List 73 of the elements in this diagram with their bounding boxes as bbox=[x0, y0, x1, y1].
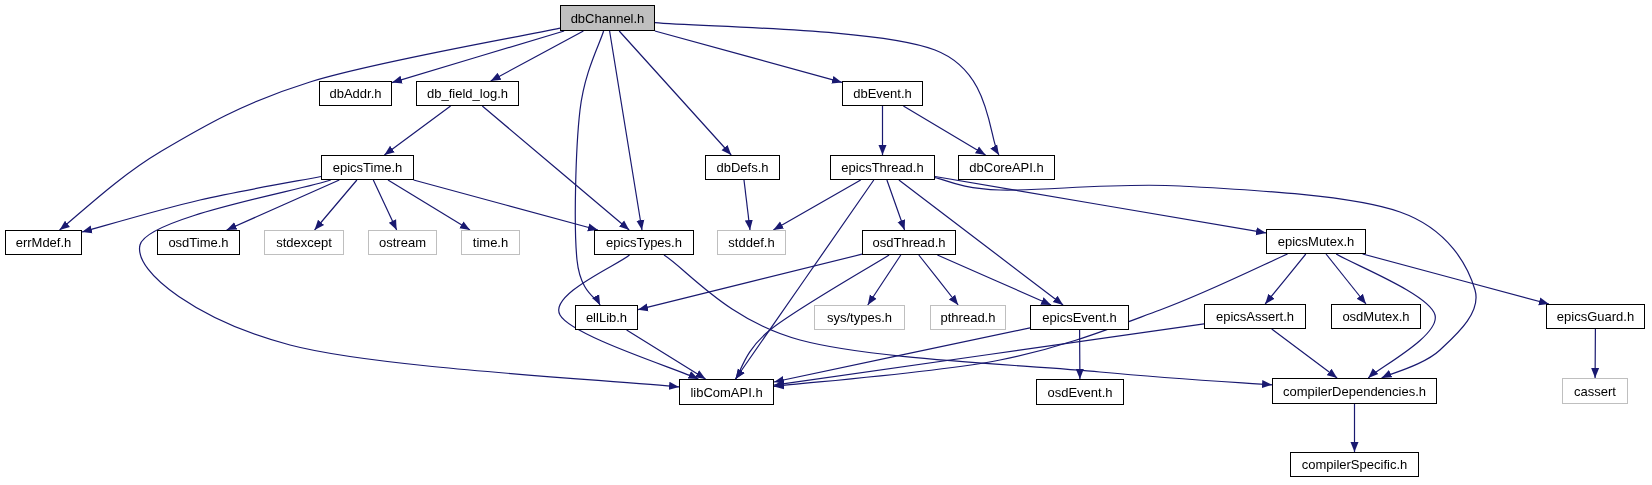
arrow bbox=[773, 323, 1205, 388]
external-header-box: stddef.h bbox=[717, 230, 786, 255]
header-file-box: epicsAssert.h bbox=[1204, 304, 1306, 329]
arrow bbox=[1264, 253, 1307, 305]
arrow bbox=[383, 105, 452, 156]
header-file-box: osdMutex.h bbox=[1331, 304, 1421, 329]
arrow bbox=[735, 254, 890, 380]
external-header-box: sys/types.h bbox=[814, 305, 905, 330]
header-file-box: osdTime.h bbox=[157, 230, 240, 255]
arrow bbox=[934, 175, 1267, 236]
arrow bbox=[558, 254, 699, 380]
arrow bbox=[898, 179, 1064, 306]
arrow bbox=[574, 30, 605, 306]
external-header-box: ostream bbox=[368, 230, 437, 255]
arrow bbox=[59, 27, 561, 231]
arrow bbox=[609, 30, 645, 231]
header-file-box: dbDefs.h bbox=[705, 155, 780, 180]
external-header-box: stdexcept bbox=[264, 230, 344, 255]
arrow bbox=[637, 253, 863, 312]
arrow bbox=[626, 329, 707, 380]
arrow bbox=[663, 254, 1273, 389]
arrow bbox=[372, 179, 398, 231]
arrow bbox=[773, 253, 1289, 390]
arrow bbox=[886, 179, 906, 231]
external-header-box: pthread.h bbox=[930, 305, 1006, 330]
arrow bbox=[490, 30, 584, 82]
arrow bbox=[81, 175, 322, 234]
arrow bbox=[867, 254, 902, 306]
arrow bbox=[1075, 329, 1084, 380]
arrow bbox=[654, 30, 843, 84]
arrow bbox=[934, 177, 1477, 379]
header-file-box: ellLib.h bbox=[575, 305, 638, 330]
header-file-box: compilerDependencies.h bbox=[1272, 378, 1437, 404]
header-file-box: epicsTypes.h bbox=[594, 230, 694, 255]
arrow bbox=[313, 179, 358, 231]
external-header-box: time.h bbox=[461, 230, 520, 255]
arrow bbox=[391, 30, 565, 84]
header-file-box: compilerSpecific.h bbox=[1290, 452, 1419, 477]
arrow bbox=[1335, 253, 1436, 379]
arrow bbox=[1591, 328, 1600, 379]
arrow bbox=[139, 179, 680, 390]
arrow bbox=[918, 254, 959, 306]
arrow bbox=[387, 179, 471, 231]
header-file-box: db_field_log.h bbox=[416, 81, 519, 106]
header-file-box: epicsMutex.h bbox=[1266, 229, 1366, 254]
arrow bbox=[772, 179, 862, 231]
arrow bbox=[1350, 403, 1359, 453]
arrow bbox=[1271, 328, 1338, 379]
header-file-box: dbAddr.h bbox=[319, 81, 392, 106]
header-file-box: libComAPI.h bbox=[679, 379, 774, 405]
header-file-box: dbChannel.h bbox=[560, 5, 655, 31]
arrow bbox=[743, 179, 753, 231]
arrow bbox=[936, 254, 1052, 306]
arrow bbox=[481, 105, 630, 231]
arrow bbox=[226, 179, 340, 231]
arrow bbox=[1362, 253, 1550, 306]
arrow bbox=[654, 22, 1000, 156]
header-file-box: errMdef.h bbox=[5, 230, 82, 255]
header-file-box: osdThread.h bbox=[862, 230, 956, 255]
arrow bbox=[902, 105, 987, 156]
header-file-box: epicsThread.h bbox=[830, 155, 935, 180]
arrow bbox=[618, 30, 732, 156]
header-file-box: epicsEvent.h bbox=[1030, 305, 1129, 330]
header-file-box: osdEvent.h bbox=[1036, 379, 1124, 405]
arrow bbox=[773, 327, 1031, 384]
arrow bbox=[413, 179, 599, 232]
arrow bbox=[1325, 253, 1367, 305]
arrow bbox=[878, 105, 887, 156]
header-file-box: dbCoreAPI.h bbox=[958, 155, 1055, 180]
external-header-box: cassert bbox=[1562, 378, 1628, 404]
header-file-box: epicsTime.h bbox=[321, 155, 414, 180]
header-file-box: epicsGuard.h bbox=[1546, 304, 1645, 329]
header-file-box: dbEvent.h bbox=[842, 81, 923, 106]
